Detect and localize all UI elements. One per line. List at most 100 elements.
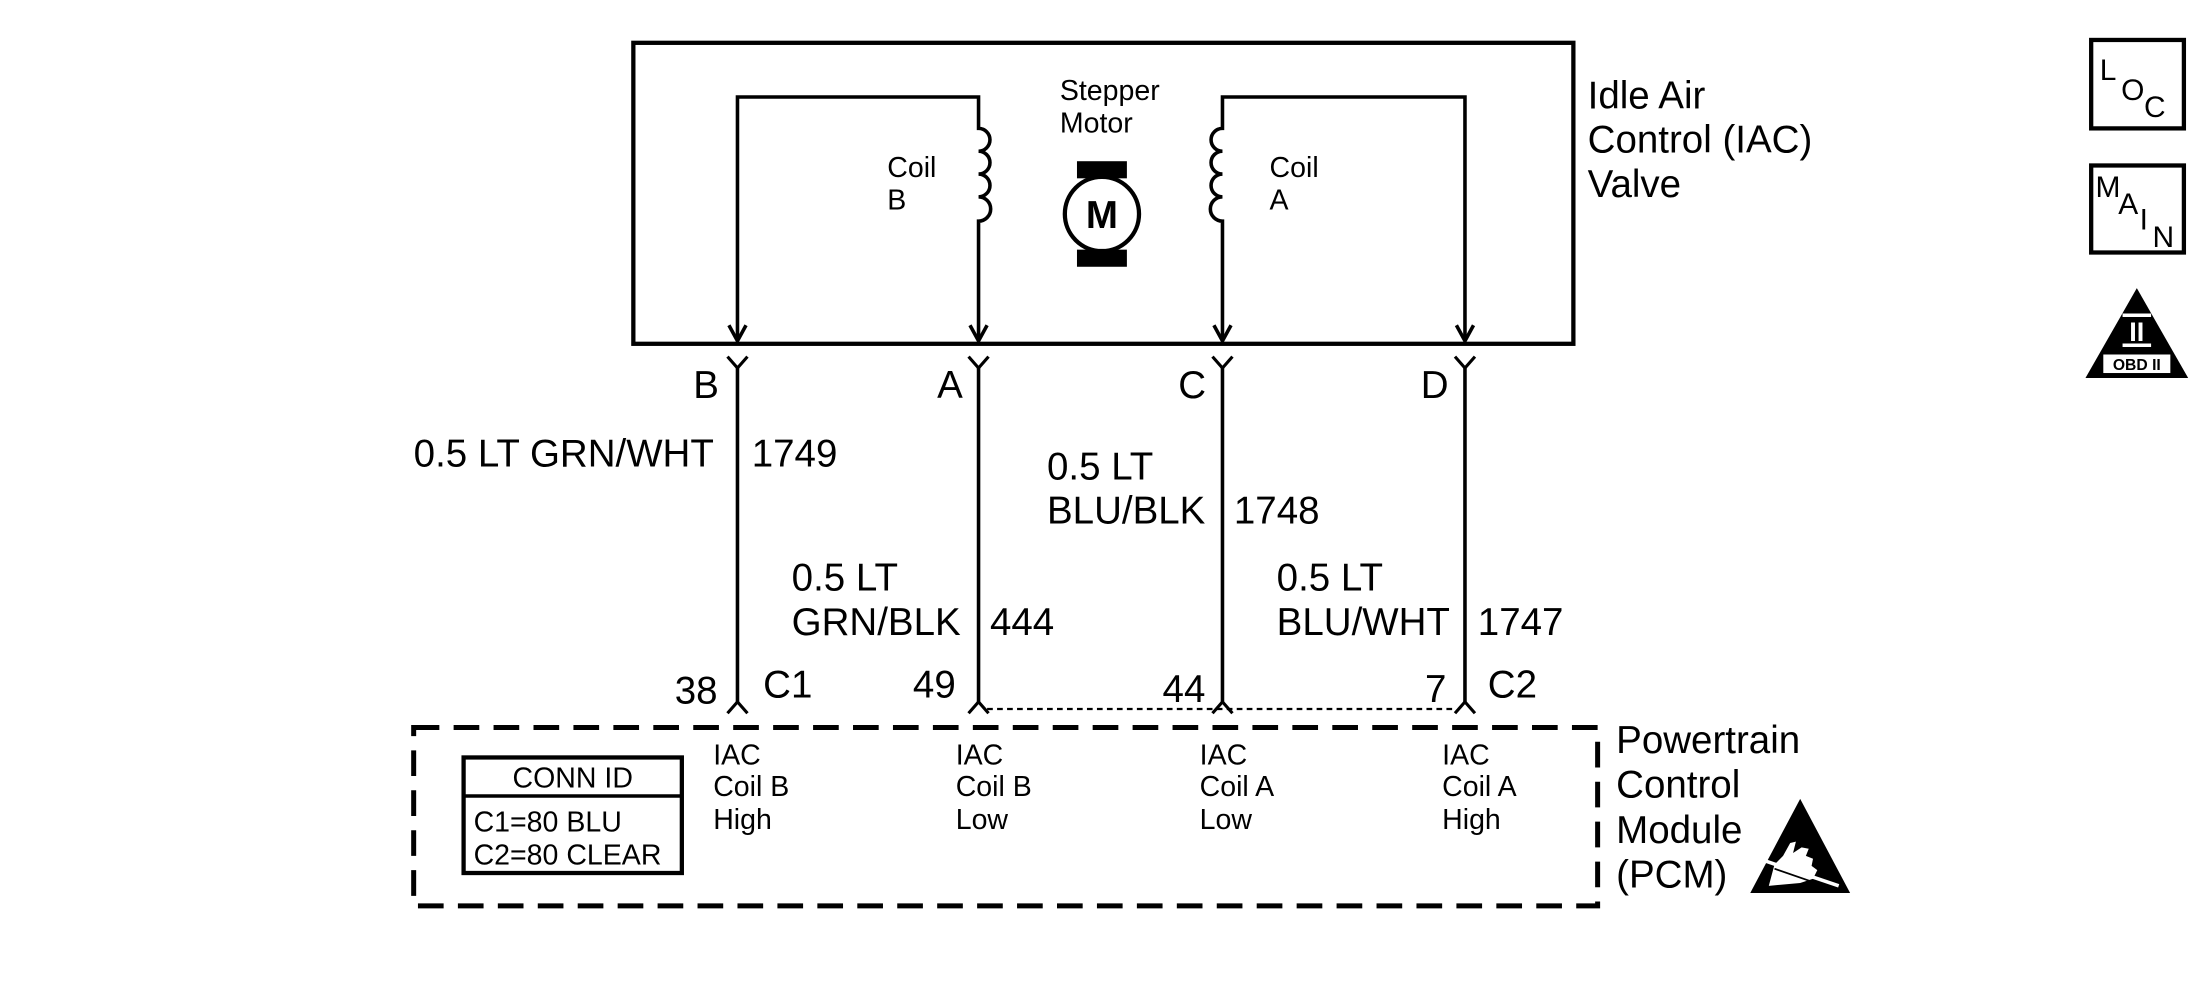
motor-body (1062, 174, 1142, 254)
motor-brush-top (1076, 161, 1127, 179)
arrow-pin-b (727, 324, 748, 345)
pcm-pin-number: 7 (1425, 668, 1446, 711)
conn-id-border (461, 755, 684, 876)
terminal-function-line: IAC (1442, 740, 1490, 772)
coil-a-label: Coil (1270, 152, 1319, 184)
pcm-pin-number: 38 (675, 669, 718, 712)
circuit-444: A 0.5 LT GRN/BLK 444 49 (792, 355, 1054, 715)
arrow-pin-c (1212, 324, 1233, 345)
loc-icon[interactable]: L O C (2089, 37, 2187, 131)
pin-label: D (1421, 364, 1449, 407)
terminal-function-line: Coil B (713, 771, 789, 803)
pcm-terminal-coil-a-low: IAC Coil A Low (1200, 740, 1275, 836)
circuit-number: 444 (990, 601, 1054, 644)
iac-valve-title: Idle Air (1588, 74, 1706, 117)
stepper-motor-label: Stepper (1060, 75, 1160, 107)
connector-id: C1 (763, 664, 812, 707)
conn-id-table: CONN ID C1=80 BLU C2=80 CLEAR (461, 755, 684, 876)
conn-id-row: C1=80 BLU (474, 807, 622, 839)
esd-sensitive-hand-icon (1750, 798, 1851, 893)
iac-valve-title-3: Valve (1588, 163, 1681, 206)
main-letter: M (2095, 171, 2120, 204)
conn-id-row: C2=80 CLEAR (474, 839, 662, 871)
wire-color-label: 0.5 LT GRN/WHT (414, 432, 714, 475)
connector-fork-top (967, 355, 990, 371)
connector-id: C2 (1488, 664, 1537, 707)
circuit-number: 1747 (1478, 601, 1564, 644)
terminal-function-line: Coil A (1200, 771, 1275, 803)
wire-size-label: 0.5 LT (1277, 557, 1383, 600)
circuit-number: 1749 (752, 432, 838, 475)
wire-color-label: GRN/BLK (792, 601, 961, 644)
wire-color-label: BLU/WHT (1277, 601, 1450, 644)
obd-label: OBD II (2113, 357, 2161, 374)
connector-fork-top (726, 355, 749, 371)
arrow-pin-a (968, 324, 989, 345)
harness: B 0.5 LT GRN/WHT 1749 38 C1 A 0.5 LT GRN… (414, 355, 1564, 715)
pin-label: C (1178, 364, 1206, 407)
circuit-number: 1748 (1234, 490, 1320, 533)
conn-id-header: CONN ID (513, 762, 633, 794)
main-letter: I (2140, 204, 2148, 237)
terminal-function-line: Coil A (1442, 771, 1517, 803)
loc-letter: C (2144, 91, 2166, 124)
motor-brush-bottom (1076, 249, 1127, 267)
wire-size-label: 0.5 LT (1047, 445, 1153, 488)
main-letter: N (2153, 221, 2175, 254)
circuit-1749: B 0.5 LT GRN/WHT 1749 38 C1 (414, 355, 838, 715)
connector-fork-bottom (1453, 699, 1477, 715)
connector-fork-top (1453, 355, 1477, 371)
pin-label: B (693, 364, 719, 407)
coil-b-winding (735, 95, 993, 340)
loc-icon-frame (2089, 37, 2187, 131)
terminal-function-line: High (1442, 804, 1501, 836)
connector-fork-bottom (967, 699, 990, 715)
main-icon[interactable]: M A I N (2089, 163, 2187, 255)
pin-label: A (937, 364, 963, 407)
terminal-function-line: IAC (713, 740, 761, 772)
terminal-function-line: Low (956, 804, 1009, 836)
obd-label-plate (2101, 353, 2172, 375)
terminal-function-line: IAC (1200, 740, 1248, 772)
esd-slash (1762, 858, 1840, 888)
pcm-title-3: Module (1616, 809, 1742, 852)
pcm-title-2: Control (1616, 763, 1740, 806)
esd-slash-gap (1774, 867, 1812, 883)
terminal-function-line: Low (1200, 804, 1253, 836)
terminal-function-line: High (713, 804, 772, 836)
motor-symbol: M (1086, 194, 1118, 237)
connector-fork-bottom (726, 699, 749, 715)
pcm-title: Powertrain (1616, 719, 1800, 762)
coil-b-label: Coil (887, 152, 936, 184)
coil-b-label-letter: B (887, 185, 906, 217)
terminal-function-line: Coil B (956, 771, 1032, 803)
pcm-title-4: (PCM) (1616, 853, 1727, 896)
connector-fork-bottom (1211, 699, 1234, 715)
obd-ii-icon[interactable]: II OBD II (2085, 288, 2189, 379)
obd-symbol: II (2129, 316, 2144, 347)
iac-valve-housing (631, 40, 1576, 346)
pcm-terminal-coil-b-high: IAC Coil B High (713, 740, 789, 836)
pcm-terminal-coil-a-high: IAC Coil A High (1442, 740, 1517, 836)
coil-a-winding (1208, 95, 1467, 340)
main-letter: A (2118, 188, 2138, 221)
circuit-1748: C 0.5 LT BLU/BLK 1748 44 (1047, 355, 1320, 715)
stepper-motor-label-2: Motor (1060, 108, 1133, 140)
iac-valve: Coil B Coil A Stepper Motor M Idle Air C… (631, 40, 1813, 346)
pcm-pin-number: 49 (913, 664, 956, 707)
loc-letter: O (2121, 74, 2144, 107)
coil-a-label-letter: A (1270, 185, 1289, 217)
arrow-pin-d (1454, 324, 1476, 345)
pcm-terminal-coil-b-low: IAC Coil B Low (956, 740, 1032, 836)
motor-icon: M (1062, 161, 1142, 267)
iac-valve-title-2: Control (IAC) (1588, 119, 1813, 162)
pcm-pin-number: 44 (1163, 668, 1206, 711)
wire-color-label: BLU/BLK (1047, 490, 1206, 533)
loc-letter: L (2100, 54, 2117, 87)
connector-fork-top (1211, 355, 1234, 371)
wire-size-label: 0.5 LT (792, 557, 898, 600)
main-icon-frame (2089, 163, 2187, 255)
pcm: CONN ID C1=80 BLU C2=80 CLEAR IAC Coil B… (411, 719, 1851, 909)
terminal-function-line: IAC (956, 740, 1004, 772)
